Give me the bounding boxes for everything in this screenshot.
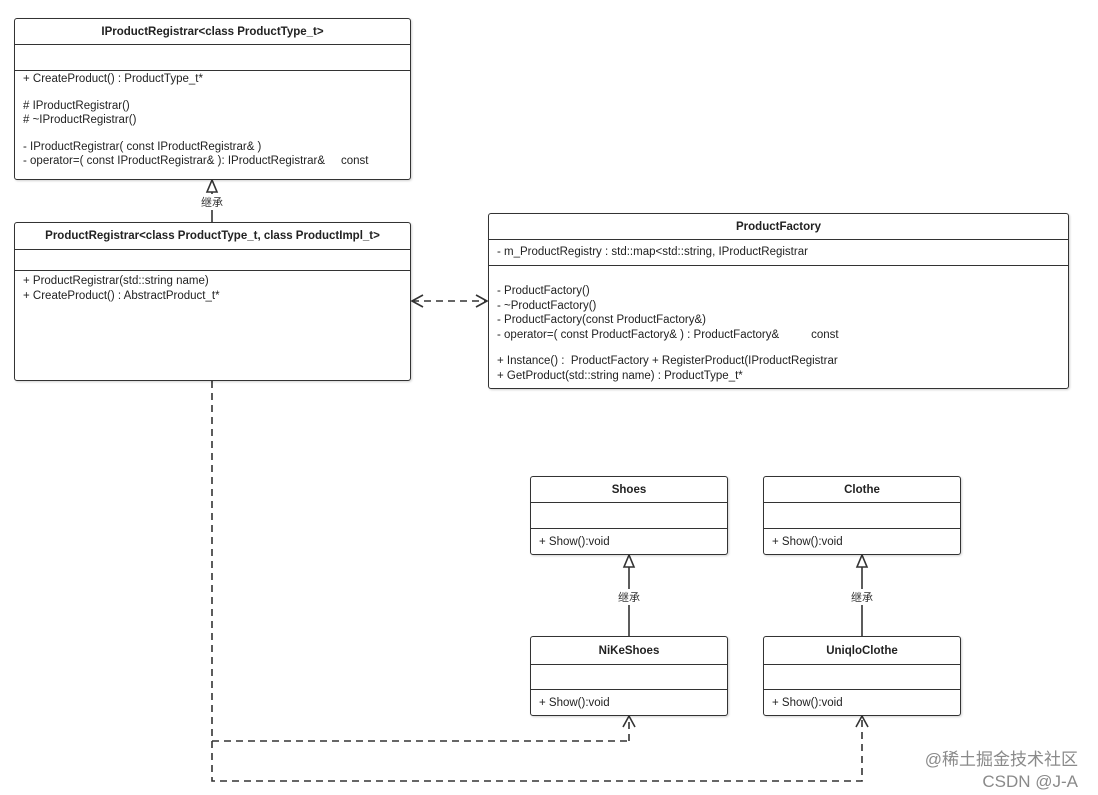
- class-operations: + Show():void: [764, 690, 960, 715]
- inheritance-arrowhead-registrar: [205, 177, 219, 193]
- class-name: NiKeShoes: [531, 637, 727, 665]
- operation: + Show():void: [772, 697, 843, 709]
- class-operations: + CreateProduct() : ProductType_t* # IPr…: [15, 71, 410, 173]
- operation: - operator=( const IProductRegistrar& ):…: [23, 155, 369, 167]
- operation: + ProductRegistrar(std::string name): [23, 275, 209, 287]
- class-attributes: [15, 250, 410, 271]
- dependency-arrowhead-left: [410, 294, 424, 308]
- operation: + GetProduct(std::string name) : Product…: [497, 369, 743, 382]
- class-operations: + Show():void: [531, 529, 727, 554]
- class-shoes[interactable]: Shoes + Show():void: [530, 476, 728, 555]
- class-clothe[interactable]: Clothe + Show():void: [763, 476, 961, 555]
- class-name: Clothe: [764, 477, 960, 503]
- class-name: ProductRegistrar<class ProductType_t, cl…: [15, 223, 410, 250]
- watermark-line1: @稀土掘金技术社区: [924, 750, 1078, 769]
- operation: + Instance() : ProductFactory + Register…: [497, 355, 838, 367]
- class-attributes: [764, 503, 960, 529]
- class-attributes: [531, 665, 727, 690]
- class-operations: + ProductRegistrar(std::string name) + C…: [15, 271, 410, 307]
- inherit-label-uniqloclothe: 继承: [850, 589, 874, 605]
- class-uniqloclothe[interactable]: UniqloClothe + Show():void: [763, 636, 961, 716]
- class-name: IProductRegistrar<class ProductType_t>: [15, 19, 410, 45]
- class-productregistrar[interactable]: ProductRegistrar<class ProductType_t, cl…: [14, 222, 411, 381]
- operation: # ~IProductRegistrar(): [23, 114, 137, 126]
- dependency-arrowhead-right: [475, 294, 489, 308]
- watermark-line2: CSDN @J-A: [982, 772, 1078, 791]
- operation: - ~ProductFactory(): [497, 299, 597, 312]
- dependency-arrowhead-uniqloclothe: [855, 714, 869, 728]
- operation: + CreateProduct() : ProductType_t*: [23, 73, 203, 85]
- watermark: @稀土掘金技术社区 CSDN @J-A: [925, 749, 1078, 793]
- class-attributes: [15, 45, 410, 71]
- operation: - IProductRegistrar( const IProductRegis…: [23, 140, 262, 153]
- operation: + CreateProduct() : AbstractProduct_t*: [23, 289, 220, 302]
- dependency-arrowhead-nikeshoes: [622, 714, 636, 728]
- class-attributes: [531, 503, 727, 529]
- class-name: UniqloClothe: [764, 637, 960, 665]
- inheritance-arrowhead-uniqloclothe: [855, 552, 869, 568]
- class-productfactory[interactable]: ProductFactory - m_ProductRegistry : std…: [488, 213, 1069, 389]
- class-name: ProductFactory: [489, 214, 1068, 240]
- inheritance-arrowhead-nikeshoes: [622, 552, 636, 568]
- class-attributes: - m_ProductRegistry : std::map<std::stri…: [489, 240, 1068, 266]
- class-operations: + Show():void: [531, 690, 727, 715]
- dependency-line-products: [211, 381, 863, 782]
- operation: + Show():void: [772, 536, 843, 548]
- class-nikeshoes[interactable]: NiKeShoes + Show():void: [530, 636, 728, 716]
- operation: - ProductFactory(): [497, 285, 590, 297]
- operation: + Show():void: [539, 697, 610, 709]
- class-operations: + Show():void: [764, 529, 960, 554]
- inherit-label-nikeshoes: 继承: [617, 589, 641, 605]
- class-iproductregistrar[interactable]: IProductRegistrar<class ProductType_t> +…: [14, 18, 411, 180]
- class-attributes: [764, 665, 960, 690]
- operation: - ProductFactory(const ProductFactory&): [497, 314, 706, 326]
- class-operations: - ProductFactory() - ~ProductFactory() -…: [489, 266, 1068, 387]
- operation: + Show():void: [539, 536, 610, 548]
- class-name: Shoes: [531, 477, 727, 503]
- attribute: - m_ProductRegistry : std::map<std::stri…: [497, 246, 808, 259]
- inherit-label-registrar: 继承: [200, 194, 224, 210]
- operation: # IProductRegistrar(): [23, 99, 130, 112]
- operation: - operator=( const ProductFactory& ) : P…: [497, 328, 839, 341]
